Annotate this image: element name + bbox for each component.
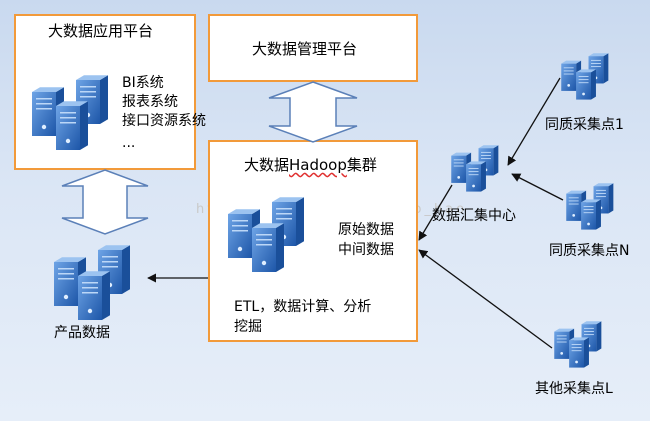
homog-1-label: 同质采集点1 xyxy=(545,117,624,133)
app-platform-title: 大数据应用平台 xyxy=(48,22,154,40)
server-group-otherl-icon xyxy=(553,318,615,369)
aggregation-center-label: 数据汇集中心 xyxy=(432,208,516,224)
server-group-homog1-icon xyxy=(560,50,622,101)
hadoop-process-line1: ETL，数据计算、分析 xyxy=(234,299,372,315)
hadoop-cluster-box: 大数据Hadoop集群 原始数据 中间数据 ETL，数据计算、分析 挖掘 xyxy=(208,140,418,342)
app-item-bi: BI系统 xyxy=(122,75,164,91)
server-group-app-icon xyxy=(30,70,130,152)
server-group-homogN-icon xyxy=(565,180,627,231)
server-group-center-icon xyxy=(450,142,512,193)
hadoop-raw-data: 原始数据 xyxy=(338,222,394,238)
center-to-hadoop-arrow xyxy=(418,184,453,241)
otherl-to-hadoop-arrow xyxy=(418,249,553,349)
app-product-double-arrow xyxy=(61,169,149,235)
homog1-to-center-arrow xyxy=(507,77,561,166)
server-group-hadoop-icon xyxy=(226,192,326,274)
hadoop-intermediate-data: 中间数据 xyxy=(338,242,394,258)
hadoop-process-line2: 挖掘 xyxy=(234,319,262,335)
server-group-product-icon xyxy=(52,240,152,322)
mgmt-hadoop-double-arrow xyxy=(268,81,358,143)
hadoop-title-word: Hadoop xyxy=(289,156,347,174)
app-item-interface: 接口资源系统 xyxy=(122,113,206,129)
hadoop-title-prefix: 大数据 xyxy=(244,156,290,174)
app-item-more: ... xyxy=(122,135,136,151)
mgmt-platform-title: 大数据管理平台 xyxy=(252,40,358,58)
mgmt-platform-box: 大数据管理平台 xyxy=(208,14,418,82)
product-data-label: 产品数据 xyxy=(54,325,110,341)
hadoop-cluster-title: 大数据Hadoop集群 xyxy=(244,156,377,174)
other-l-label: 其他采集点L xyxy=(535,381,613,397)
homog-n-label: 同质采集点N xyxy=(549,243,630,259)
homogN-to-center-arrow xyxy=(511,173,564,201)
app-item-report: 报表系统 xyxy=(122,94,178,110)
hadoop-title-suffix: 集群 xyxy=(346,156,377,174)
